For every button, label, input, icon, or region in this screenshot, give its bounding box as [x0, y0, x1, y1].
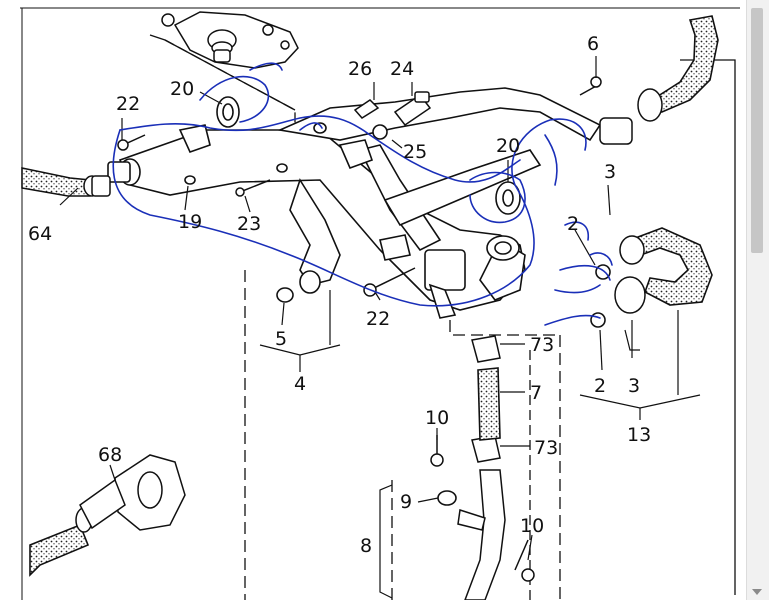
part-label-23: 23	[237, 213, 261, 235]
part-label-25: 25	[403, 141, 427, 163]
part-label-3-bottom: 3	[628, 375, 640, 397]
vertical-scrollbar[interactable]	[746, 0, 769, 600]
reference-lines	[20, 7, 740, 600]
part-labels: 6 26 24 22 20 25 20 3 64 19 23 2 5 22 73…	[28, 33, 651, 557]
part-label-73-bottom: 73	[534, 437, 558, 459]
hand-drawn-annotation	[112, 62, 613, 326]
part-label-3-top: 3	[604, 161, 616, 183]
part-label-19: 19	[178, 211, 202, 233]
part-label-10-bottom: 10	[520, 515, 544, 537]
o-rings	[216, 96, 611, 506]
part-label-5: 5	[275, 328, 287, 350]
part-label-2-bottom: 2	[594, 375, 606, 397]
part-label-2-top: 2	[567, 213, 579, 235]
part-label-10-top: 10	[425, 407, 449, 429]
part-label-73-top: 73	[530, 334, 554, 356]
part-label-68: 68	[98, 444, 122, 466]
pipe-8	[457, 469, 506, 600]
leader-lines	[59, 56, 701, 599]
part-label-20-left: 20	[170, 78, 194, 100]
part-label-24: 24	[390, 58, 414, 80]
scroll-down-arrow-icon[interactable]	[751, 587, 763, 597]
part-label-7: 7	[530, 382, 542, 404]
thermostat-housing-top	[161, 11, 299, 69]
coolant-hose-parts-diagram: 6 26 24 22 20 25 20 3 64 19 23 2 5 22 73…	[20, 7, 740, 600]
part-label-8: 8	[360, 535, 372, 557]
part-label-4: 4	[294, 373, 306, 395]
coolant-pipe-assembly	[107, 87, 602, 319]
clips	[353, 99, 501, 463]
part-label-9: 9	[400, 491, 412, 513]
part-label-13: 13	[627, 424, 651, 446]
part-label-20-right: 20	[496, 135, 520, 157]
part-label-22-bottom: 22	[366, 308, 390, 330]
flange-68	[79, 454, 186, 531]
part-label-22-top: 22	[116, 93, 140, 115]
scrollbar-thumb[interactable]	[751, 8, 763, 253]
hose-couplings	[75, 88, 663, 533]
part-label-26: 26	[348, 58, 372, 80]
part-label-6: 6	[587, 33, 599, 55]
hoses	[21, 15, 719, 577]
temperature-sensor	[393, 91, 432, 127]
part-label-64: 64	[28, 223, 52, 245]
